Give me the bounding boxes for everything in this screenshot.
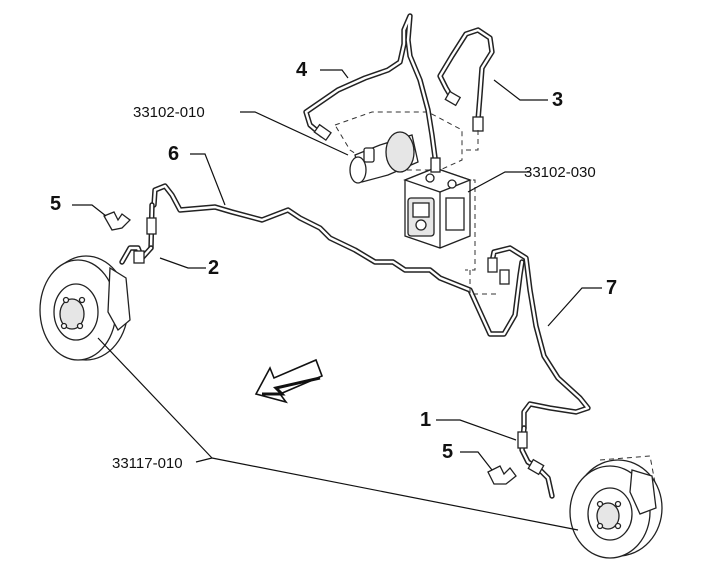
- brake-pipe-7: [469, 245, 591, 431]
- direction-arrow-icon: [254, 358, 324, 404]
- callout-6: 6: [168, 143, 179, 165]
- front-brake-disc: [39, 255, 131, 361]
- callout-2: 2: [208, 257, 219, 279]
- callout-1: 1: [420, 409, 431, 431]
- abs-unit: [403, 167, 476, 271]
- brake-pipe-3: [437, 27, 495, 151]
- brake-pipe-6: [146, 183, 525, 337]
- rear-brake-hose-1: [517, 425, 555, 499]
- clip-rear: [487, 465, 517, 485]
- callout-master-cylinder: 33102-010: [133, 104, 205, 121]
- callout-5-front: 5: [50, 193, 61, 215]
- callout-abs-unit: 33102-030: [524, 164, 596, 181]
- clip-front: [103, 211, 131, 231]
- master-cylinder: [334, 111, 463, 184]
- callout-3: 3: [552, 89, 563, 111]
- callout-7: 7: [606, 277, 617, 299]
- brake-pipe-4: [303, 13, 441, 173]
- rear-brake-disc: [569, 455, 663, 559]
- leader-lines: [72, 69, 602, 531]
- front-brake-hose-2: [119, 245, 154, 265]
- callout-brake-discs: 33117-010: [112, 455, 183, 472]
- callout-4: 4: [296, 59, 308, 81]
- callout-5-rear: 5: [442, 441, 453, 463]
